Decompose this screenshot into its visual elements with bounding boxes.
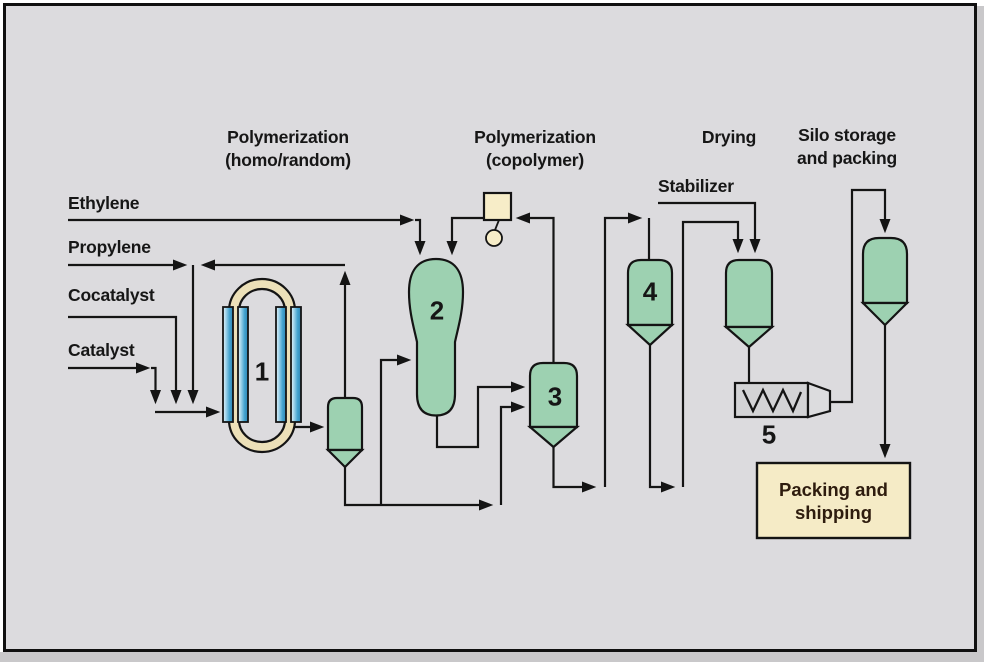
label-drying: Drying <box>701 127 757 147</box>
gas-unit-connector <box>494 219 500 231</box>
gas-recycle-unit-icon <box>482 191 513 222</box>
tube-icon <box>222 306 234 423</box>
extruder-body <box>733 381 810 419</box>
bottom-margin <box>0 652 984 662</box>
label-catalyst: Catalyst <box>68 340 135 360</box>
dryer-feed-riser <box>681 220 744 487</box>
label-stabilizer: Stabilizer <box>658 176 734 196</box>
label-silo-storage: Silo storage and packing <box>797 125 897 168</box>
reactor2-bottoms <box>435 381 526 449</box>
label-polymerization-homo: Polymerization (homo/random) <box>225 127 351 170</box>
label-packing-shipping: Packing and shipping <box>779 478 888 523</box>
catalyst-drop <box>150 366 161 405</box>
label-ethylene: Ethylene <box>68 193 140 213</box>
tube-icon <box>237 306 249 423</box>
stabilizer-line <box>658 201 761 254</box>
vessel4-bottoms <box>648 345 676 493</box>
equipment-number-4: 4 <box>642 276 658 307</box>
label-polymerization-copolymer: Polymerization (copolymer) <box>474 127 596 170</box>
dryer-vessel <box>723 258 775 349</box>
storage-silo <box>860 236 910 327</box>
equipment-number-1: 1 <box>254 356 270 387</box>
vessel3-overhead <box>515 212 555 363</box>
drying-vessel-4 <box>625 258 675 347</box>
tube-icon <box>275 306 287 423</box>
equipment-number-5: 5 <box>761 419 777 450</box>
gas-unit-valve-icon <box>485 229 503 247</box>
purge-feed-riser <box>499 401 526 505</box>
gasunit-to-reactor2 <box>446 216 484 256</box>
purge-vessel-3 <box>527 361 580 449</box>
extruder-nozzle <box>806 381 832 419</box>
vessel3-bottoms <box>552 447 597 493</box>
ethylene-drop <box>414 218 426 256</box>
packing-shipping-box <box>755 461 912 540</box>
flash-bottoms <box>343 467 494 511</box>
label-propylene: Propylene <box>68 237 151 257</box>
gas-phase-reactor-2 <box>407 257 465 417</box>
extruder-screw-icon <box>741 387 803 414</box>
equipment-number-3: 3 <box>547 381 563 412</box>
tube-icon <box>290 306 302 423</box>
label-cocatalyst: Cocatalyst <box>68 285 155 305</box>
cooling-tube-icons <box>222 306 302 423</box>
extruder-outlet <box>830 188 891 404</box>
equipment-number-2: 2 <box>429 295 445 326</box>
process-lines <box>68 188 891 511</box>
branch-to-reactor2 <box>379 354 412 505</box>
vessel4-feed-riser <box>603 212 643 487</box>
cocatalyst-line <box>68 315 182 405</box>
right-margin <box>977 6 984 662</box>
diagram-frame <box>3 3 977 652</box>
equipment-shapes <box>222 191 912 540</box>
flash-separator-vessel <box>325 396 365 469</box>
